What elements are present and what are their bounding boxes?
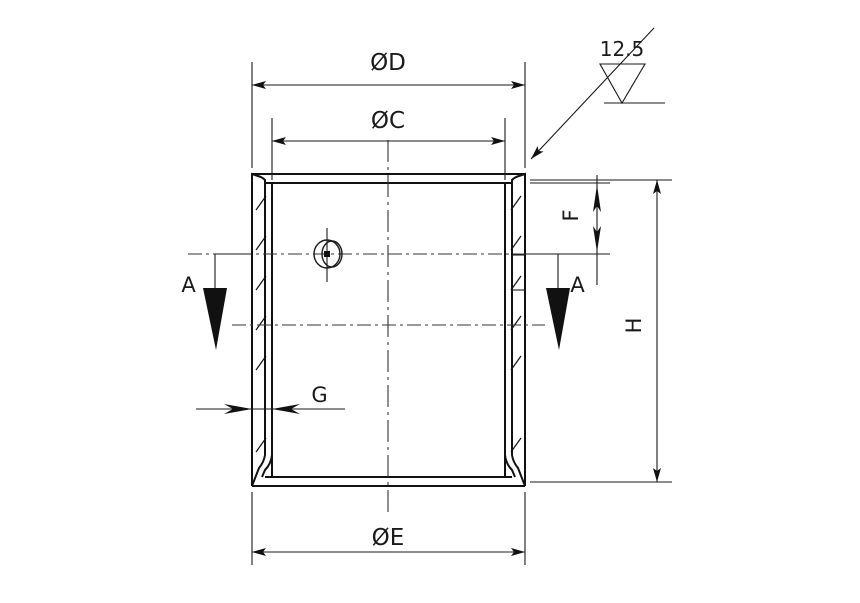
label-section-a-left: A (181, 273, 196, 297)
dimension-wall-thickness (196, 404, 345, 414)
section-mark-a-right (525, 253, 570, 350)
surface-roughness-callout (530, 27, 665, 160)
label-section-a-right: A (570, 273, 585, 297)
section-hatching (255, 195, 522, 453)
label-flange-offset: F (559, 208, 583, 221)
label-inner-diameter-top: ØC (371, 108, 405, 134)
dimension-flange-offset (530, 175, 610, 285)
wall-notch-marks (512, 254, 525, 291)
dimension-outer-diameter-bottom (251, 492, 526, 565)
label-wall-thickness: G (311, 383, 328, 407)
label-surface-roughness-value: 12.5 (600, 37, 645, 61)
dimension-inner-diameter-top (271, 118, 506, 180)
label-overall-height: H (622, 317, 646, 334)
section-mark-a-left (203, 253, 252, 350)
centerlines (188, 140, 580, 512)
oil-hole-detail (313, 228, 343, 282)
dimension-outer-diameter-top (251, 62, 526, 168)
dimension-overall-height (530, 179, 672, 483)
label-outer-diameter-bottom: ØE (372, 525, 405, 551)
label-outer-diameter-top: ØD (370, 50, 406, 76)
